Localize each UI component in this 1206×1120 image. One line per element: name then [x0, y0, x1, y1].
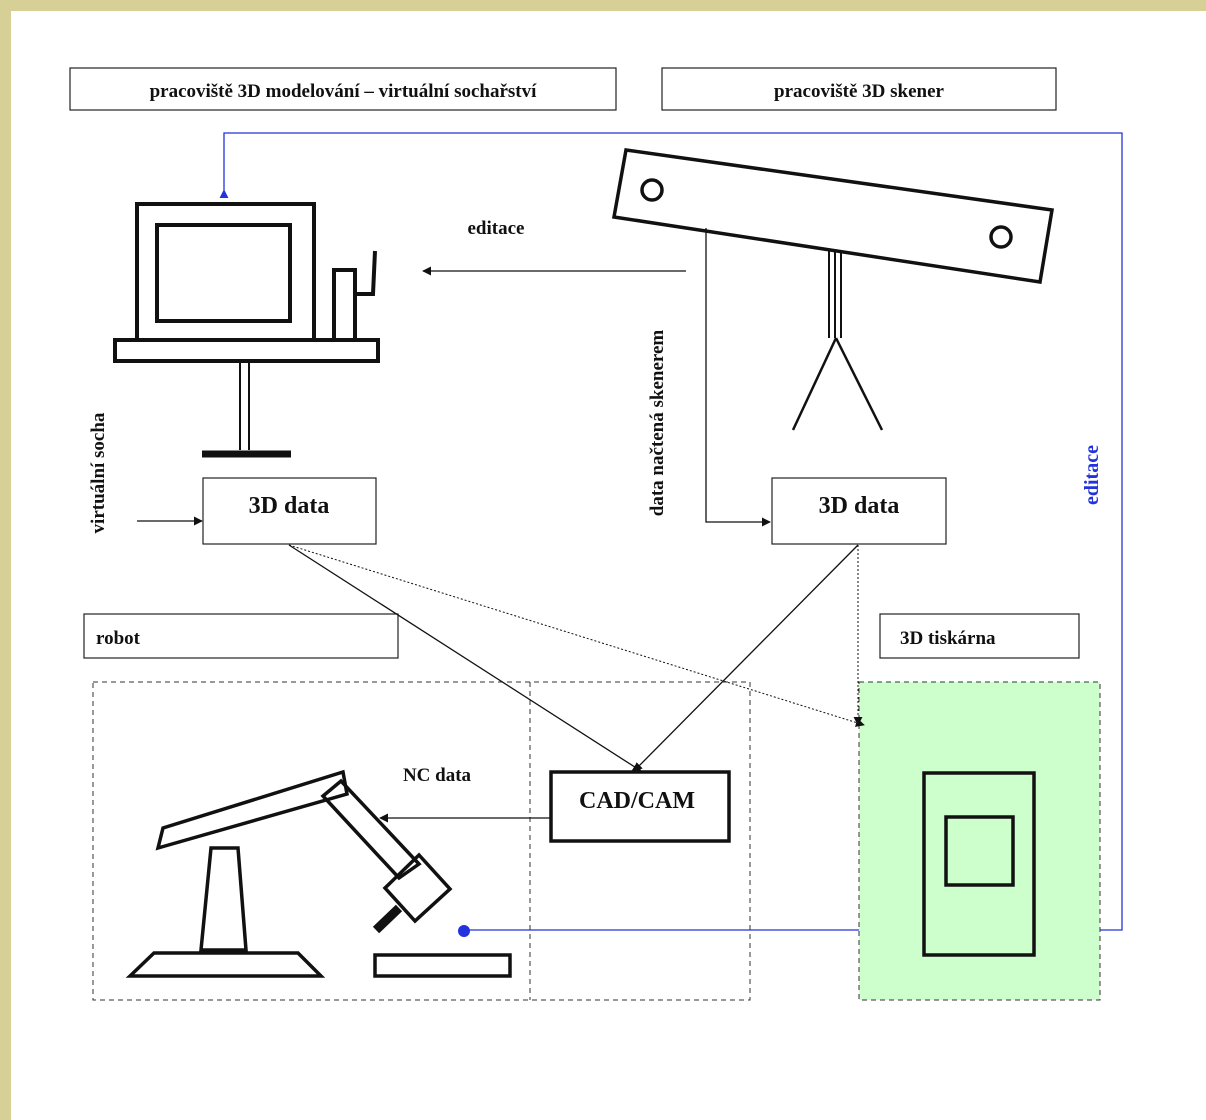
- printer-icon: [922, 771, 1036, 957]
- robot-arm-icon: [125, 769, 512, 978]
- data-right-to-cadcam-arrow: [633, 544, 859, 772]
- data-left-label: 3D data: [249, 493, 330, 519]
- scanned-data-label: data načtená skenerem: [647, 330, 668, 517]
- scanner-icon: [611, 148, 1055, 431]
- data-right-label: 3D data: [819, 493, 900, 519]
- virtual-sculpture-label: virtuální socha: [88, 412, 109, 533]
- data-left-to-cadcam-arrow: [288, 544, 642, 772]
- cadcam-box: CAD/CAM: [549, 770, 731, 843]
- printer-label: 3D tiskárna: [900, 628, 996, 649]
- printer-area: [858, 681, 1101, 1001]
- nc-data-label: NC data: [403, 765, 472, 786]
- modeling-workstation-label: pracoviště 3D modelování – virtuální soc…: [69, 67, 617, 111]
- printer-section-label: 3D tiskárna: [879, 613, 1080, 659]
- computer-icon: [113, 202, 380, 458]
- robot-label: robot: [96, 628, 141, 649]
- diagram-frame: pracoviště 3D modelování – virtuální soc…: [11, 11, 1206, 1120]
- robot-area: [92, 681, 751, 1001]
- edit-right-label: editace: [1081, 445, 1103, 505]
- workflow-diagram: pracoviště 3D modelování – virtuální soc…: [69, 67, 1123, 1001]
- edit-left-label: editace: [468, 218, 525, 239]
- data-box-right: 3D data: [771, 477, 947, 545]
- data-box-left: 3D data: [202, 477, 377, 545]
- data-left-to-printer-arrow: [288, 544, 865, 727]
- cadcam-label: CAD/CAM: [579, 788, 695, 814]
- scan-to-data-arrow: [705, 228, 771, 527]
- scanner-workstation-label: pracoviště 3D skener: [661, 67, 1057, 111]
- blue-link-dot: [458, 925, 470, 937]
- robot-section-label: robot: [83, 613, 399, 659]
- modeling-workstation-text: pracoviště 3D modelování – virtuální soc…: [150, 81, 538, 102]
- scanner-workstation-text: pracoviště 3D skener: [774, 81, 944, 102]
